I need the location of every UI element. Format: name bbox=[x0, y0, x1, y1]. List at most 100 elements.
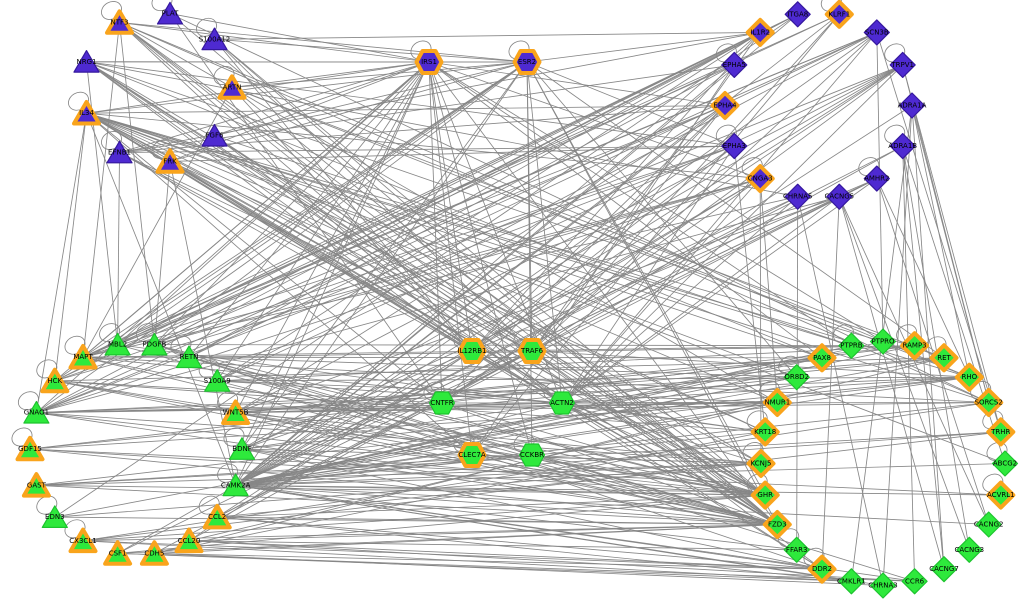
node-CACNG7[interactable]: CACNG7 bbox=[929, 556, 959, 583]
edge-ACTN2-GHR bbox=[561, 402, 766, 496]
edge-ESR2-IL1R2 bbox=[526, 31, 761, 63]
edge-KLRF1-HCK bbox=[54, 13, 840, 382]
edge-CHRNA5-ACTN2 bbox=[561, 196, 798, 404]
node-shape-PAX8 bbox=[807, 343, 837, 373]
edge-IL34-HCK bbox=[54, 113, 87, 381]
node-CCKBR[interactable]: CCKBR bbox=[518, 443, 546, 467]
node-CLEC7A[interactable]: CLEC7A bbox=[457, 442, 487, 468]
edge-TRPV1-TRHR bbox=[902, 64, 1002, 433]
edge-PDGFB-GHR bbox=[154, 344, 766, 496]
edge-IL34-PTPRB bbox=[86, 112, 852, 347]
node-shape-CX3CL1 bbox=[68, 527, 98, 554]
edge-NTF3-FZD3 bbox=[119, 22, 778, 525]
edge-CAMK2A-PAX8 bbox=[235, 357, 823, 486]
node-KLRF1[interactable]: KLRF1 bbox=[824, 0, 854, 29]
edge-IL1R2-MAPT bbox=[82, 32, 761, 358]
edge-ADRA1B-CACNG7 bbox=[902, 146, 945, 570]
node-CNTFR[interactable]: CNTFR bbox=[428, 391, 456, 415]
edge-PDGFB-DDR2 bbox=[154, 344, 823, 570]
node-CACNG5[interactable]: CACNG5 bbox=[825, 183, 855, 210]
node-FZD3[interactable]: FZD3 bbox=[762, 510, 792, 539]
edge-NRG1-KCNJ5 bbox=[86, 61, 762, 464]
edge-ADRA1B-CACNG3 bbox=[902, 146, 970, 550]
node-RET[interactable]: RET bbox=[929, 343, 959, 373]
edge-IL1R2-RETN bbox=[188, 32, 761, 358]
node-AMHR2[interactable]: AMHR2 bbox=[863, 165, 890, 192]
edge-CX3CL1-SORCS2 bbox=[82, 402, 989, 542]
edge-WNT5B-GHR bbox=[235, 412, 766, 496]
edge-KLRF1-CLEC7A bbox=[471, 14, 840, 456]
node-CNGA3[interactable]: CNGA3 bbox=[745, 164, 775, 194]
node-SCN3B[interactable]: SCN3B bbox=[863, 19, 890, 46]
edge-FRK-EPHA3 bbox=[169, 145, 735, 162]
node-shape-EPHA3 bbox=[721, 133, 748, 160]
edge-IL34-GHR bbox=[86, 112, 766, 496]
node-shape-PDGFB bbox=[141, 332, 168, 356]
edge-CAMK2A-KCNJ5 bbox=[235, 463, 762, 486]
node-PLAT[interactable]: PLAT bbox=[156, 1, 184, 25]
node-shape-PTPRO bbox=[869, 328, 897, 355]
node-ACTN2[interactable]: ACTN2 bbox=[548, 391, 576, 415]
node-shape-KLRF1 bbox=[824, 0, 854, 29]
node-IL12RB1[interactable]: IL12RB1 bbox=[457, 338, 487, 364]
node-shape-CNGA3 bbox=[745, 164, 775, 194]
node-CACNG3[interactable]: CACNG3 bbox=[955, 536, 985, 563]
edge-TRPV1-IL12RB1 bbox=[471, 64, 903, 352]
edge-CNGA3-NMUR1 bbox=[759, 178, 778, 403]
edge-WNT5B-FZD3 bbox=[235, 412, 778, 525]
edge-FRK-PDGFB bbox=[153, 161, 171, 345]
edge-TRPV1-GNAO1 bbox=[36, 64, 903, 414]
edge-MAPT-GHR bbox=[82, 356, 766, 496]
node-NRG1[interactable]: NRG1 bbox=[73, 49, 100, 73]
edge-FRK-CAMK2A bbox=[169, 161, 237, 486]
node-ACVRL1[interactable]: ACVRL1 bbox=[986, 480, 1016, 510]
node-RHO[interactable]: RHO bbox=[954, 362, 984, 392]
node-CMKLR1[interactable]: CMKLR1 bbox=[837, 568, 866, 595]
node-CCR6[interactable]: CCR6 bbox=[901, 568, 928, 595]
edge-IL34-SORCS2 bbox=[86, 112, 989, 403]
node-NMUR1[interactable]: NMUR1 bbox=[762, 388, 792, 417]
node-ITGA8[interactable]: ITGA8 bbox=[784, 1, 811, 28]
node-ESR2[interactable]: ESR2 bbox=[512, 49, 542, 75]
edge-PLAT-IRS1 bbox=[169, 13, 430, 63]
edge-ESR2-MBL2 bbox=[117, 61, 528, 345]
node-shape-EDN3 bbox=[41, 505, 68, 529]
node-CACNG2[interactable]: CACNG2 bbox=[974, 511, 1004, 538]
edge-IL34-CNTFR bbox=[86, 112, 443, 404]
node-ADRA1B[interactable]: ADRA1B bbox=[888, 133, 917, 160]
node-IRS1[interactable]: IRS1 bbox=[414, 49, 444, 75]
edge-EFNB1-IL1R2 bbox=[119, 31, 761, 153]
edge-CX3CL1-GHR bbox=[82, 494, 766, 542]
edge-IRS1-PTPRO bbox=[428, 61, 884, 342]
edge-HCK-FZD3 bbox=[54, 380, 778, 525]
node-EPHA3[interactable]: EPHA3 bbox=[721, 133, 748, 160]
edge-CAMK2A-CHRNA3 bbox=[235, 484, 884, 586]
edge-CCL2-CMKLR1 bbox=[217, 516, 852, 582]
edge-NTF3-IRS1 bbox=[119, 22, 430, 63]
edge-CCL20-FFAR3 bbox=[188, 540, 797, 551]
edge-NRG1-GHR bbox=[86, 61, 766, 496]
node-CHRNA3[interactable]: CHRNA3 bbox=[868, 572, 898, 599]
edge-AMHR2-CACNG2 bbox=[876, 178, 990, 525]
node-shape-ITGA8 bbox=[784, 1, 811, 28]
node-shape-EPHA4 bbox=[710, 91, 740, 120]
edge-IL1R2-S100A12 bbox=[214, 31, 761, 40]
node-ABCG2[interactable]: ABCG2 bbox=[991, 450, 1019, 477]
edge-ESR2-ACTN2 bbox=[526, 61, 563, 404]
edge-EPHA4-TRAF6 bbox=[531, 105, 726, 352]
node-TRAF6[interactable]: TRAF6 bbox=[517, 338, 547, 364]
node-NTF3[interactable]: NTF3 bbox=[105, 9, 134, 35]
node-shape-TRPV1 bbox=[889, 51, 916, 79]
node-IL1R2[interactable]: IL1R2 bbox=[745, 17, 775, 47]
edge-MBL2-KRT18 bbox=[117, 344, 766, 433]
node-shape-ACTN2 bbox=[548, 391, 576, 415]
edge-SCN3B-GNAO1 bbox=[36, 32, 877, 414]
edge-ADRA1A-RHO bbox=[911, 105, 970, 378]
edge-SCN3B-S100A9 bbox=[217, 32, 877, 382]
edge-IRS1-MBL2 bbox=[117, 61, 430, 345]
edge-CLEC7A-FZD3 bbox=[471, 454, 778, 525]
node-KRT18[interactable]: KRT18 bbox=[750, 417, 780, 447]
edge-ITGA8-GNAO1 bbox=[36, 13, 798, 414]
edge-AMHR2-RHO bbox=[876, 178, 970, 378]
